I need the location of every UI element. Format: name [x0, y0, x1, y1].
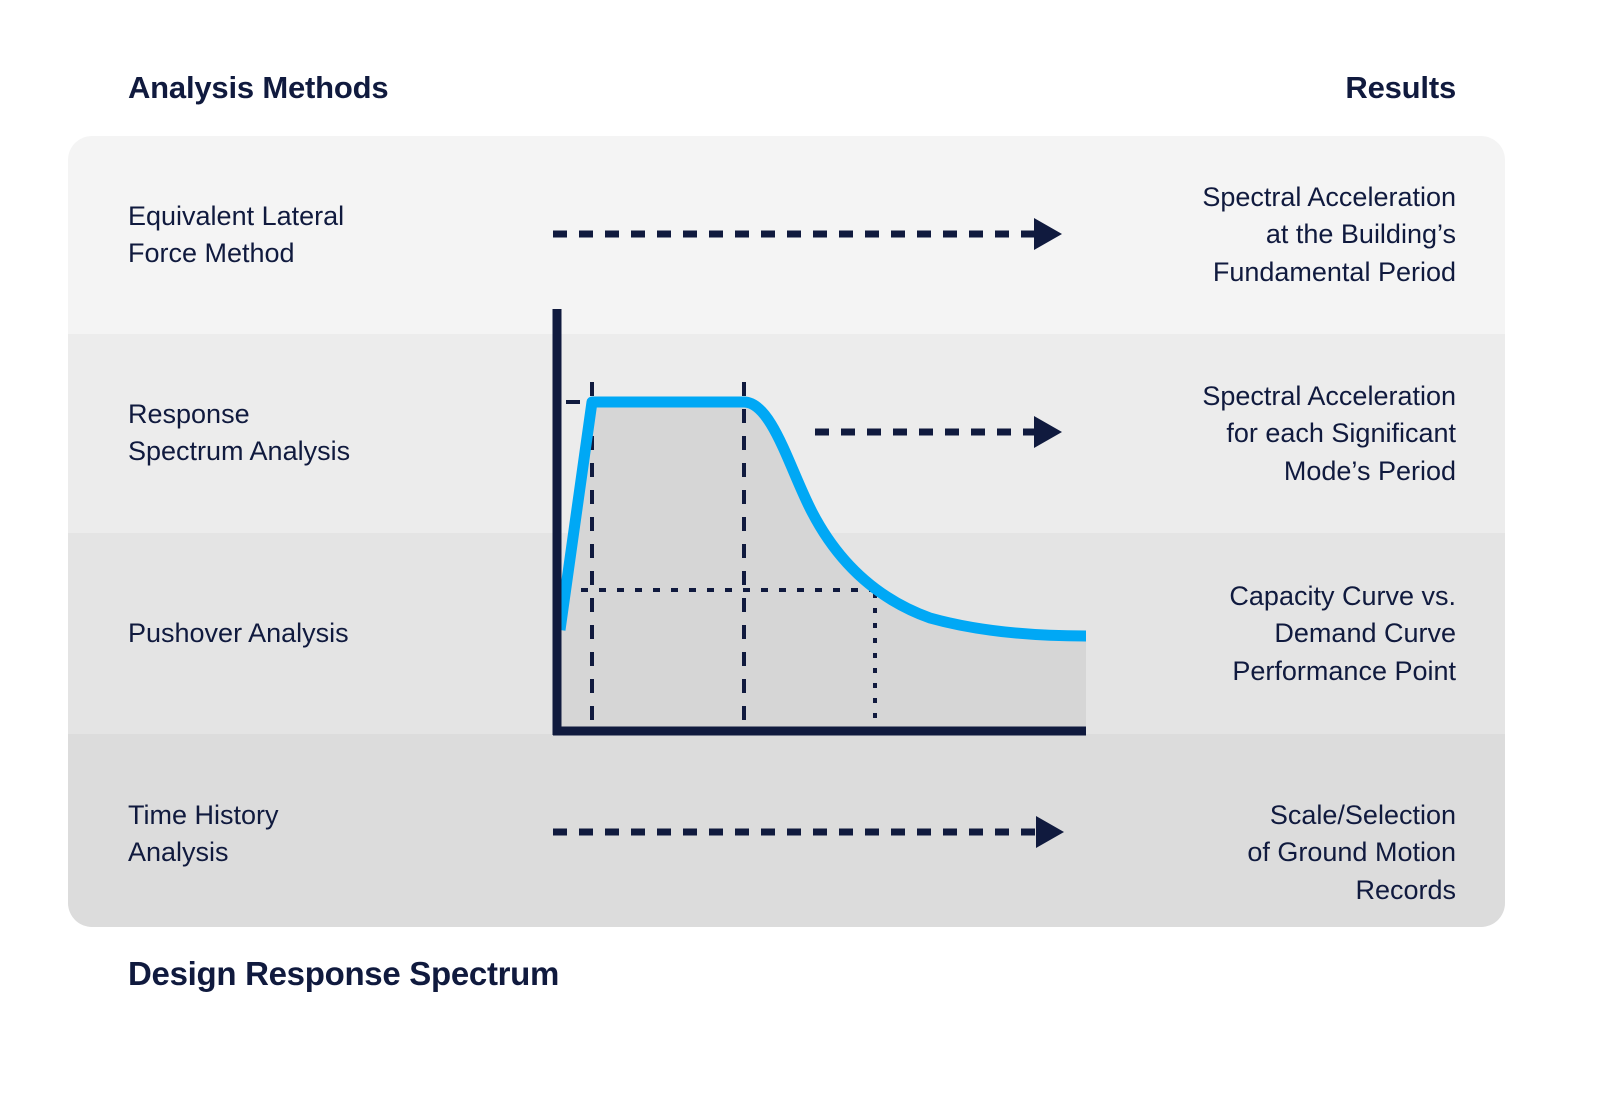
method-label-line: Spectrum Analysis: [128, 436, 351, 467]
result-label-line: Spectral Acceleration: [1202, 182, 1456, 212]
result-label-significant-mode-period: Spectral Acceleration for each Significa…: [1026, 378, 1456, 490]
result-label-ground-motion-records: Scale/Selection of Ground Motion Records: [1026, 797, 1456, 909]
result-label-line: Fundamental Period: [1212, 256, 1456, 287]
result-label-line: Performance Point: [1232, 655, 1456, 686]
method-label-line: Time History: [128, 800, 279, 830]
chart-caption: Design Response Spectrum: [128, 955, 560, 992]
method-label-equivalent-lateral-force-method: Equivalent Lateral Force Method: [128, 198, 528, 273]
column-header-results: Results: [1345, 70, 1456, 105]
result-label-fundamental-period: Spectral Acceleration at the Building’s …: [1026, 179, 1456, 291]
result-label-line: for each Significant: [1226, 418, 1456, 449]
column-header-analysis-methods: Analysis Methods: [128, 70, 389, 105]
method-label-line: Analysis: [128, 837, 229, 868]
method-label-response-spectrum-analysis: Response Spectrum Analysis: [128, 396, 528, 471]
method-label-line: Force Method: [128, 238, 295, 269]
result-label-line: at the Building’s: [1265, 219, 1456, 250]
result-label-line: Records: [1355, 874, 1456, 905]
result-label-line: Spectral Acceleration: [1202, 381, 1456, 411]
method-label-pushover-analysis: Pushover Analysis: [128, 615, 528, 652]
result-label-line: of Ground Motion: [1247, 837, 1456, 868]
result-label-performance-point: Capacity Curve vs. Demand Curve Performa…: [1026, 578, 1456, 690]
result-label-line: Mode’s Period: [1283, 455, 1456, 486]
method-label-line: Pushover Analysis: [128, 618, 349, 648]
method-label-line: Response: [128, 399, 250, 429]
result-label-line: Scale/Selection: [1269, 800, 1456, 830]
result-label-line: Capacity Curve vs.: [1229, 581, 1456, 611]
method-label-line: Equivalent Lateral: [128, 201, 345, 231]
result-label-line: Demand Curve: [1274, 618, 1456, 649]
method-label-time-history-analysis: Time History Analysis: [128, 797, 528, 872]
